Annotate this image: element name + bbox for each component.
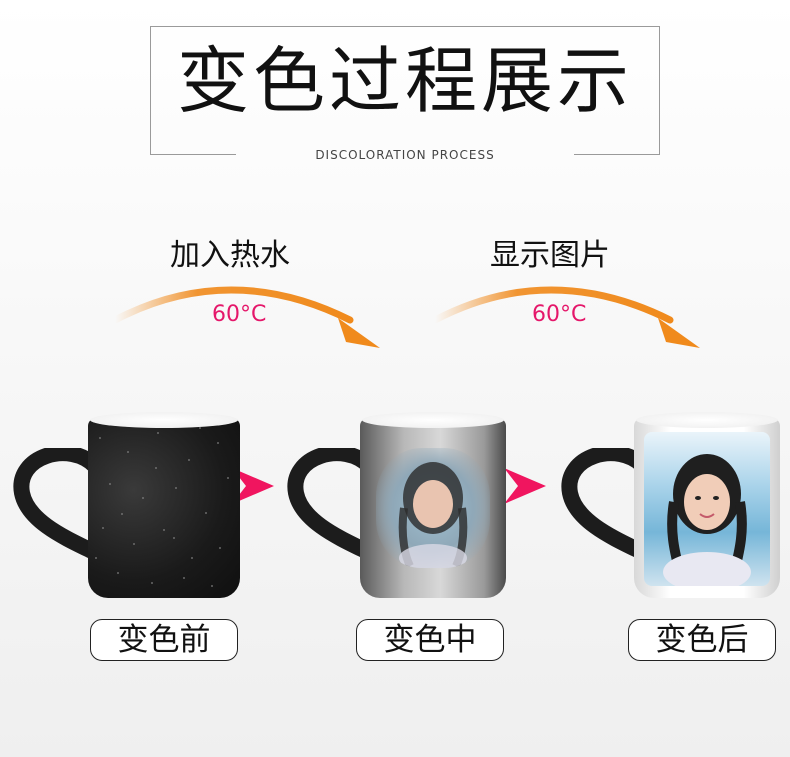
curved-arrow-icon — [431, 286, 700, 348]
heart-handle-icon — [287, 448, 380, 558]
caption-during: 变色中 — [356, 619, 504, 661]
mug-rim — [362, 412, 504, 428]
title-frame — [150, 26, 660, 154]
portrait-illustration — [663, 454, 751, 586]
mug-body — [88, 418, 240, 598]
mug-before — [10, 410, 240, 600]
temperature-label-1: 60°C — [212, 302, 267, 327]
mug-photo-faded — [376, 448, 490, 568]
mug-rim — [636, 412, 778, 428]
temperature-label-2: 60°C — [532, 302, 587, 327]
step-label-show-picture: 显示图片 — [490, 238, 610, 273]
page-subtitle: DISCOLORATION PROCESS — [315, 148, 495, 162]
title-divider-left — [150, 154, 236, 155]
page-title: 变色过程展示 — [176, 39, 633, 123]
mug-after — [558, 410, 788, 600]
caption-after: 变色后 — [628, 619, 776, 661]
curved-arrow-icon — [111, 286, 380, 348]
mug-body — [360, 418, 506, 598]
mug-photo — [644, 432, 770, 586]
mug-rim — [90, 412, 238, 428]
caption-before: 变色前 — [90, 619, 238, 661]
pointer-arrow-icon — [232, 468, 274, 504]
heart-handle-icon — [13, 448, 106, 558]
mug-body — [634, 418, 780, 598]
pointer-arrow-icon — [504, 468, 546, 504]
speckle-texture — [95, 427, 229, 587]
portrait-illustration — [398, 462, 468, 568]
title-divider-right — [574, 154, 660, 155]
step-label-add-hot-water: 加入热水 — [170, 238, 290, 273]
mug-during — [284, 410, 514, 600]
heart-handle-icon — [561, 448, 654, 558]
